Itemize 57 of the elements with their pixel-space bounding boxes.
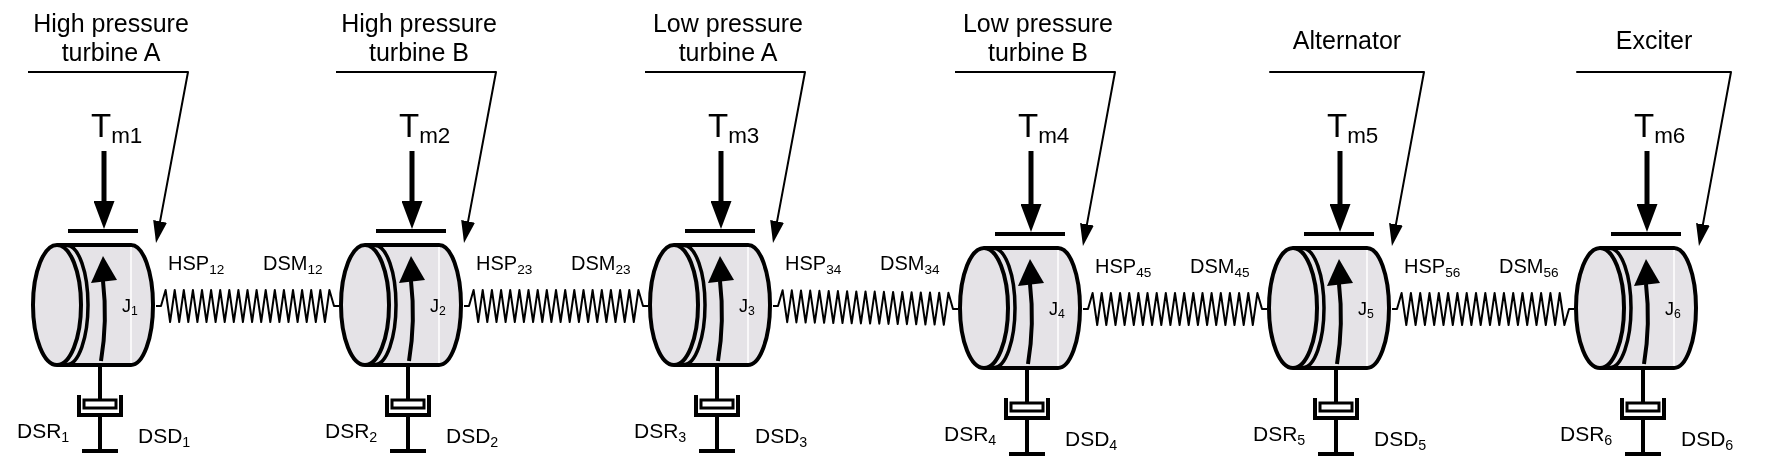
damping-label: DSR$_{1}$	[17, 418, 70, 444]
stiffness-label: HSP$_{56}$	[1404, 254, 1461, 278]
component-label: Low pressure turbine B	[955, 9, 1121, 72]
damping-label: DSM$_{23}$	[571, 251, 631, 275]
inertia-label: J$_{1}$	[122, 296, 138, 317]
component-label: Exciter	[1615, 26, 1693, 72]
inertia-label: J$_{5}$	[1358, 299, 1374, 320]
component-label: Alternator	[1292, 26, 1402, 72]
damping-label: DSD$_{1}$	[138, 423, 191, 449]
torque-arrow	[93, 151, 115, 229]
inertia-label: J$_{3}$	[739, 296, 755, 317]
component-label: High pressure turbine B	[336, 9, 502, 72]
damping-label: DSR$_{4}$	[944, 421, 997, 447]
torque-label: T$_{m4}$	[1018, 107, 1070, 151]
inertia-label: J$_{4}$	[1049, 299, 1065, 320]
torque-arrow	[710, 151, 732, 229]
torque-label: T$_{m2}$	[399, 107, 451, 151]
damping-label: DSD$_{6}$	[1681, 426, 1734, 452]
leader-line	[27, 71, 189, 243]
leader-line	[1269, 71, 1425, 246]
damping-label: DSR$_{3}$	[634, 418, 687, 444]
leader-line	[644, 71, 806, 243]
torque-arrow	[401, 151, 423, 229]
torque-label: T$_{m5}$	[1327, 107, 1379, 151]
stiffness-label: HSP$_{34}$	[785, 251, 842, 275]
component-label: Low pressure turbine A	[645, 9, 811, 72]
damping-label: DSM$_{56}$	[1499, 254, 1559, 278]
torque-label: T$_{m1}$	[91, 107, 143, 151]
inertia-label: J$_{6}$	[1665, 299, 1681, 320]
damping-label: DSR$_{5}$	[1253, 421, 1306, 447]
torque-label: T$_{m6}$	[1634, 107, 1686, 151]
inertia-label: J$_{2}$	[430, 296, 446, 317]
component-label: High pressure turbine A	[28, 9, 194, 72]
damping-label: DSD$_{4}$	[1065, 426, 1118, 452]
torsion-spring	[155, 289, 340, 323]
stiffness-label: HSP$_{23}$	[476, 251, 533, 275]
torsion-spring	[772, 289, 959, 326]
torsion-spring	[1082, 292, 1268, 326]
damping-label: DSR$_{2}$	[325, 418, 378, 444]
torque-arrow	[1636, 151, 1658, 232]
leader-line	[335, 71, 497, 243]
damping-label: DSM$_{34}$	[880, 251, 940, 275]
stiffness-label: HSP$_{45}$	[1095, 254, 1152, 278]
torsion-spring	[463, 289, 649, 323]
damping-label: DSR$_{6}$	[1560, 421, 1613, 447]
torsion-spring	[1391, 292, 1575, 326]
leader-line	[1576, 71, 1732, 246]
stiffness-label: HSP$_{12}$	[168, 251, 225, 275]
torque-arrow	[1020, 151, 1042, 232]
torque-arrow	[1329, 151, 1351, 232]
torque-label: T$_{m3}$	[708, 107, 760, 151]
damping-label: DSD$_{5}$	[1374, 426, 1427, 452]
damping-label: DSM$_{45}$	[1190, 254, 1250, 278]
leader-line	[954, 71, 1116, 246]
damping-label: DSD$_{2}$	[446, 423, 499, 449]
damping-label: DSM$_{12}$	[263, 251, 323, 275]
damping-label: DSD$_{3}$	[755, 423, 808, 449]
